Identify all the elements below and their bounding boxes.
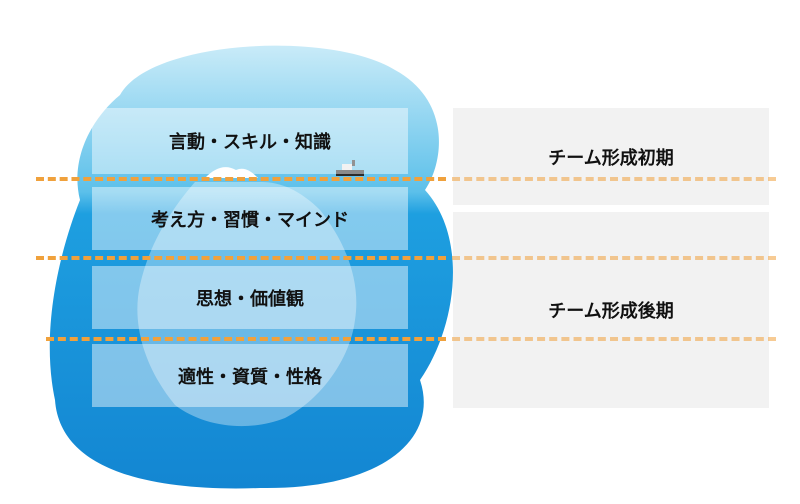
- divider-line-3: [46, 337, 446, 341]
- divider-line-2-right: [452, 256, 776, 260]
- iceberg-tip: [205, 167, 258, 178]
- divider-line-1-right: [452, 177, 776, 181]
- ship-icon: [336, 160, 364, 176]
- layer-ideology-values: 思想・価値観: [92, 266, 408, 329]
- phase-early: チーム形成初期: [453, 108, 769, 205]
- phase-late: チーム形成後期: [453, 212, 769, 408]
- layer-aptitude-personality: 適性・資質・性格: [92, 344, 408, 407]
- divider-line-1: [36, 177, 446, 181]
- divider-line-3-right: [452, 337, 776, 341]
- divider-line-2: [36, 256, 446, 260]
- iceberg-body: [137, 182, 357, 427]
- sea-blob: [49, 45, 453, 489]
- layer-behavior-skill-knowledge: 言動・スキル・知識: [92, 108, 408, 174]
- layer-thinking-habits-mindset: 考え方・習慣・マインド: [92, 187, 408, 250]
